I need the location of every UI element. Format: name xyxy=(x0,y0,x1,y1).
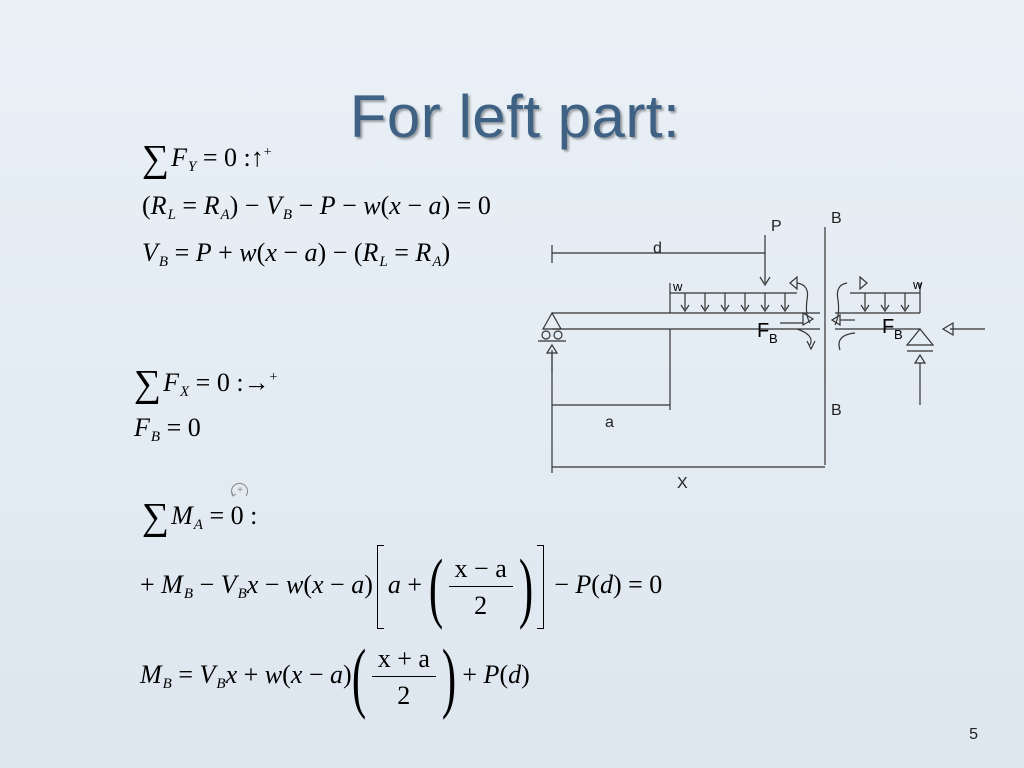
equation-sum-fx: ∑FX = 0 :→+ xyxy=(134,363,278,405)
svg-text:+: + xyxy=(237,485,243,496)
right-pin-support xyxy=(905,328,935,346)
moment-rotation-icon: + xyxy=(231,482,248,497)
svg-text:B: B xyxy=(831,402,842,419)
equation-vertical-balance: (RL = RA) − VB − P − w(x − a) = 0 xyxy=(142,191,491,223)
sigma-symbol: ∑ xyxy=(142,138,170,180)
equation-sum-ma: ∑MA = 0 : xyxy=(142,496,258,538)
svg-text:B: B xyxy=(831,210,842,227)
left-pin-support xyxy=(541,311,563,330)
page-number: 5 xyxy=(969,726,978,743)
sigma-symbol: ∑ xyxy=(142,496,170,538)
equation-shear-vb: VB = P + w(x − a) − (RL = RA) xyxy=(142,238,451,270)
equation-fb: FB = 0 xyxy=(134,413,201,445)
svg-text:X: X xyxy=(677,475,688,492)
up-arrow-icon: ↑ xyxy=(250,143,264,172)
svg-text:F: F xyxy=(882,316,894,338)
svg-text:w: w xyxy=(912,277,923,292)
svg-text:B: B xyxy=(769,331,778,346)
beam-free-body-diagram: P B d w w F B F B B a X xyxy=(538,210,985,492)
svg-text:B: B xyxy=(894,327,903,342)
svg-text:P: P xyxy=(771,218,782,235)
right-arrow-icon: → xyxy=(243,368,270,397)
svg-text:F: F xyxy=(757,320,769,342)
svg-text:w: w xyxy=(672,279,683,294)
equation-sum-fy: ∑FY = 0 :↑+ xyxy=(142,138,272,180)
sigma-symbol: ∑ xyxy=(134,363,162,405)
svg-text:d: d xyxy=(653,240,662,257)
svg-text:a: a xyxy=(605,414,614,431)
slide-title: For left part: xyxy=(349,83,681,150)
